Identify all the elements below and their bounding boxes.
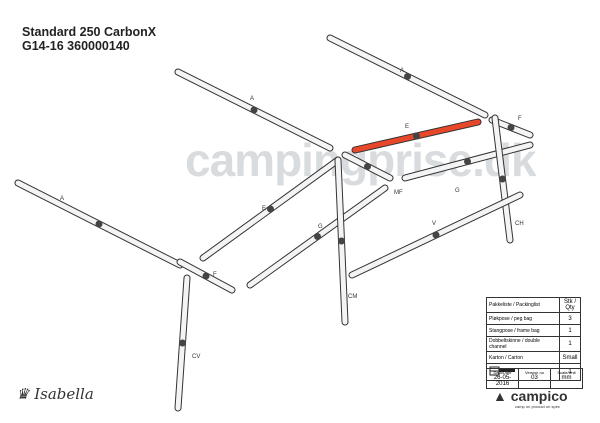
pole-tool-icon xyxy=(486,363,560,381)
pole-label: F xyxy=(518,116,522,122)
row-qty: 3 xyxy=(559,312,581,325)
pole-joint xyxy=(507,124,515,131)
pole-joint xyxy=(179,339,186,347)
pole-joint xyxy=(432,231,440,239)
pole-joint xyxy=(95,220,103,228)
row-item: Dobbeltskinne / double channel xyxy=(486,336,560,352)
pole-label: G xyxy=(318,224,323,230)
diagram-title: Standard 250 CarbonX G14-16 360000140 xyxy=(22,25,156,53)
pole-label: G xyxy=(455,188,460,194)
row-qty: 1 xyxy=(559,363,581,381)
pole-label: A xyxy=(60,196,64,202)
row-qty: 1 xyxy=(559,324,581,337)
pole-label: A xyxy=(400,68,404,74)
pole-joint xyxy=(250,106,258,114)
pole-label: E xyxy=(405,124,409,130)
pole-label: V xyxy=(432,221,436,227)
pole-label: E xyxy=(262,206,266,212)
pole-joint xyxy=(338,237,345,245)
pole-label: CM xyxy=(348,294,357,300)
header-qty: Stk / Qty xyxy=(559,297,581,313)
pole-joint xyxy=(499,175,506,183)
row-item: Stangpose / frame bag xyxy=(486,324,560,337)
row-item: Karton / Carton xyxy=(486,351,560,364)
row-item: Pløkpose / peg bag xyxy=(486,312,560,325)
pole-joint xyxy=(267,205,274,213)
pole-label: CV xyxy=(192,354,200,360)
row-qty: Small xyxy=(559,351,581,364)
pole-joint xyxy=(413,132,420,140)
isabella-logo: ♛ Isabella xyxy=(16,385,94,403)
pole-label: A xyxy=(250,96,254,102)
pole-label: F xyxy=(213,272,217,278)
pole-joint xyxy=(404,73,411,80)
pole-joint xyxy=(202,272,210,280)
pole-joint xyxy=(314,233,321,240)
row-qty: 1 xyxy=(559,336,581,352)
pole-joint xyxy=(364,163,371,170)
title-code: G14-16 360000140 xyxy=(22,39,130,53)
pole-label: CH xyxy=(515,221,524,227)
title-model: Standard 250 CarbonX xyxy=(22,25,157,39)
pole-joint xyxy=(464,158,471,165)
header-item: Pakkeliste / Packinglist xyxy=(486,297,560,313)
pole-label: MF xyxy=(394,190,403,196)
